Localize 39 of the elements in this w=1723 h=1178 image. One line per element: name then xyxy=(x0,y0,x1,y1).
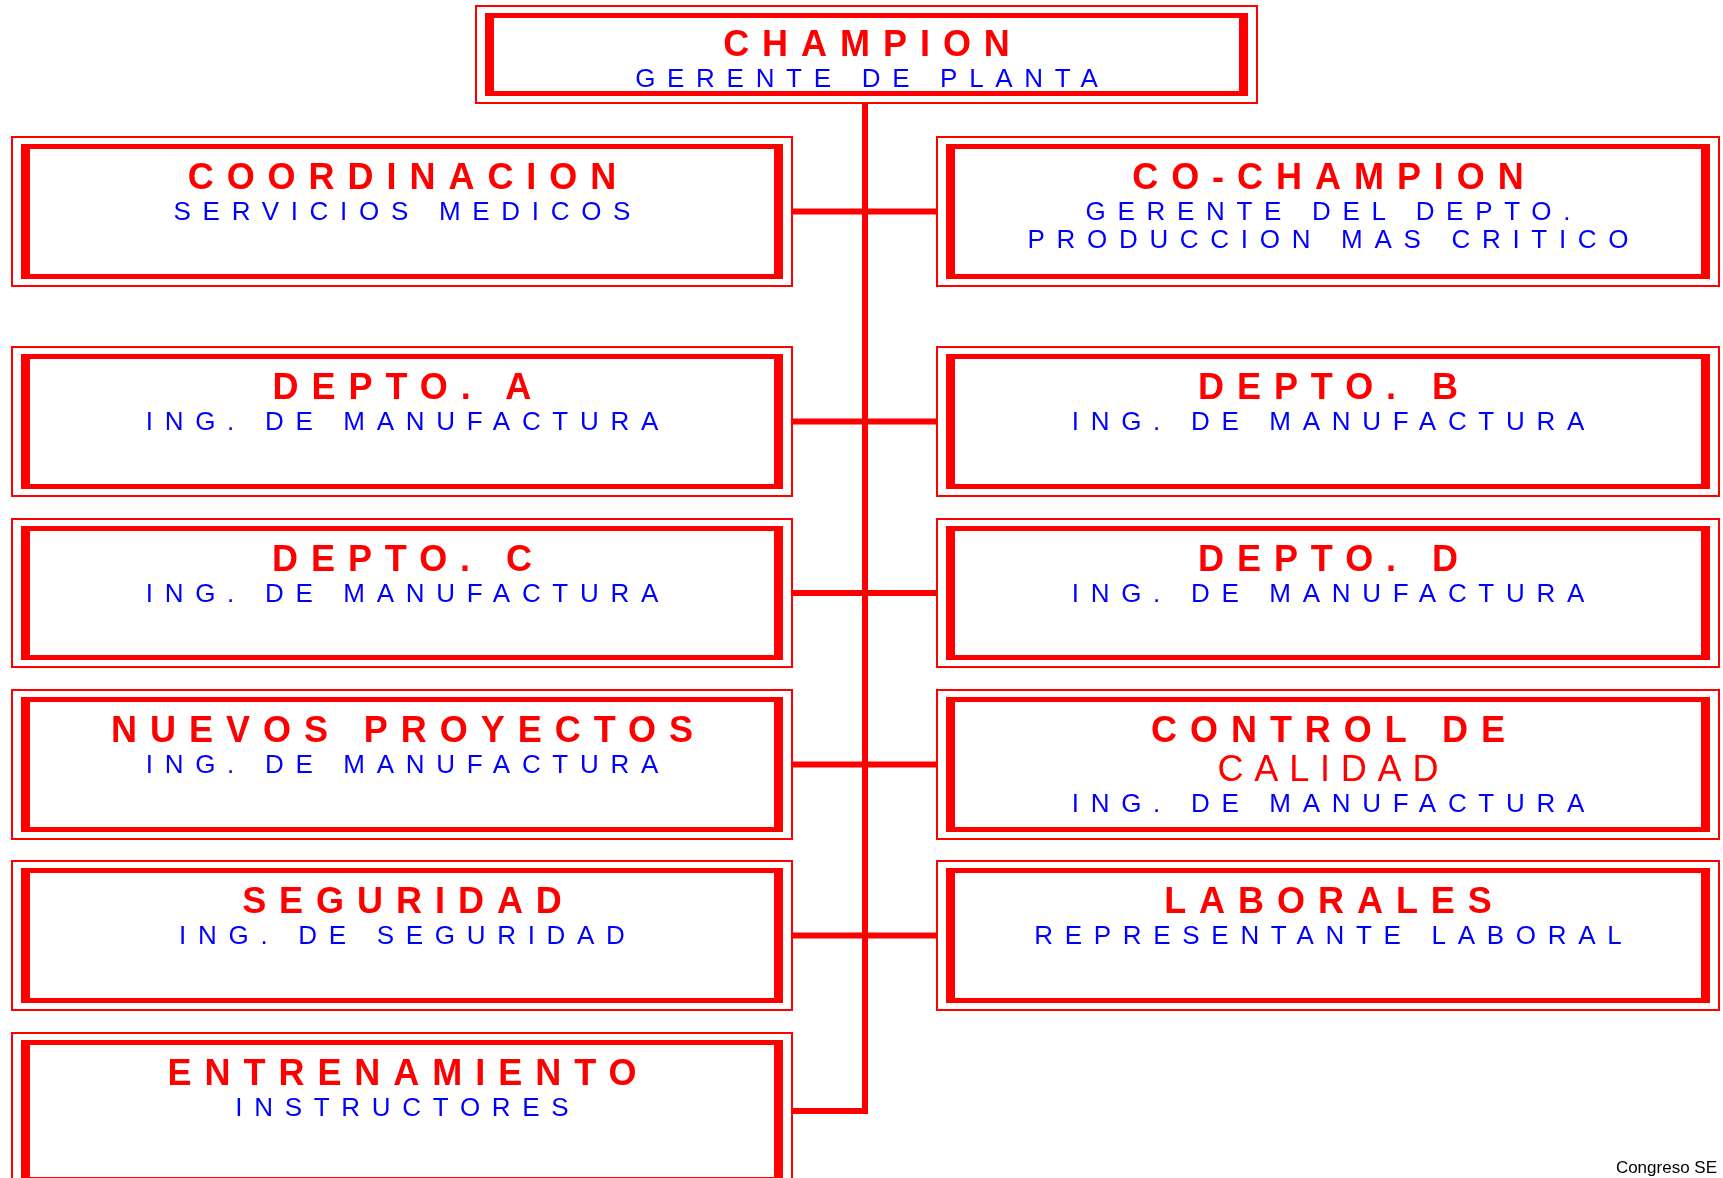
org-box xyxy=(11,136,793,287)
role-text: INSTRUCTORES xyxy=(234,1092,582,1121)
box-title: CHAMPION xyxy=(722,25,1024,64)
org-box xyxy=(11,346,793,497)
box-title: DEPTO. D xyxy=(1196,540,1472,579)
role-text: GERENTE DEL DEPTO. PRODUCCION MAS CRITICO xyxy=(1026,196,1642,254)
org-box xyxy=(11,518,793,668)
org-box xyxy=(11,689,793,840)
box-title: COORDINACION xyxy=(186,158,631,197)
role-text: ING. DE SEGURIDAD xyxy=(178,920,638,949)
org-box xyxy=(11,1032,793,1178)
org-box xyxy=(11,860,793,1011)
box-title: DEPTO. A xyxy=(271,368,546,407)
role-text: ING. DE MANUFACTURA xyxy=(144,749,671,778)
org-box xyxy=(936,136,1720,287)
box-title: LABORALES xyxy=(1163,882,1506,921)
connector-line xyxy=(793,104,868,1114)
footer-note: Congreso SE xyxy=(1615,1158,1717,1178)
role-text: SERVICIOS MEDICOS xyxy=(172,196,644,225)
role-text: ING. DE MANUFACTURA xyxy=(1070,788,1597,817)
box-title: CONTROL DE xyxy=(1150,711,1519,750)
role-text: ING. DE MANUFACTURA xyxy=(1070,406,1597,435)
box-title: CALIDAD xyxy=(1216,749,1451,789)
role-text: GERENTE DE PLANTA xyxy=(634,63,1111,92)
box-title: DEPTO. C xyxy=(270,540,546,579)
role-text: REPRESENTANTE LABORAL xyxy=(1033,920,1635,949)
box-title: SEGURIDAD xyxy=(241,882,576,921)
box-title: ENTRENAMIENTO xyxy=(166,1054,651,1093)
org-box xyxy=(475,5,1258,104)
org-box xyxy=(936,518,1720,668)
role-text: ING. DE MANUFACTURA xyxy=(144,406,671,435)
box-title: CO-CHAMPION xyxy=(1131,158,1538,197)
role-text: ING. DE MANUFACTURA xyxy=(1070,578,1597,607)
role-text: ING. DE MANUFACTURA xyxy=(144,578,671,607)
org-box xyxy=(936,860,1720,1011)
box-title: DEPTO. B xyxy=(1196,368,1472,407)
org-box xyxy=(936,346,1720,497)
org-box xyxy=(936,689,1720,840)
box-title: NUEVOS PROYECTOS xyxy=(110,711,707,750)
